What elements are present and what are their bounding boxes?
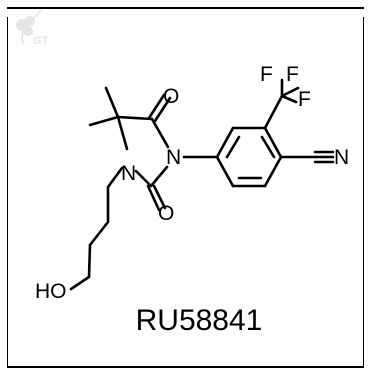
atom-label-f2: F	[286, 63, 299, 86]
atom-label-o-bottom: O	[158, 202, 174, 225]
top-rule	[7, 7, 364, 9]
right-border	[363, 17, 364, 367]
atom-label-f3: F	[298, 88, 311, 111]
atom-label-o-top: O	[163, 85, 179, 108]
clover-logo-icon	[16, 9, 42, 45]
atom-label-f1: F	[260, 63, 273, 86]
atom-label-ho: HO	[35, 280, 67, 303]
atom-label-n-imide: N	[166, 146, 181, 169]
bond-lines	[69, 78, 335, 291]
watermark-logo: GT	[16, 9, 49, 47]
atom-label-n-amine: N	[121, 162, 136, 185]
compound-name: RU58841	[136, 304, 263, 337]
atom-label-n-nitrile: N	[334, 146, 349, 169]
left-border	[7, 17, 8, 367]
watermark-letters: GT	[33, 35, 49, 47]
bottom-rule	[7, 366, 364, 368]
